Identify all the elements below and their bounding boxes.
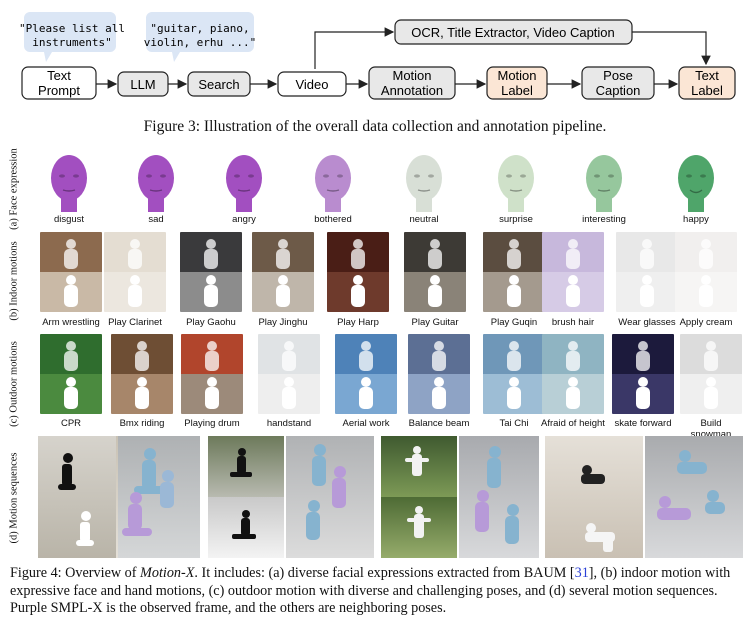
pipeline-diagram: "Please list all instruments" "guitar, p… (19, 12, 736, 100)
indoor-label: Play Gaohu (186, 317, 236, 328)
indoor-label: Play Clarinet (108, 317, 162, 328)
motion-annotation-box (368, 66, 456, 100)
face-angry (219, 150, 269, 212)
face-disgust (44, 150, 94, 212)
outdoor-label: Build (700, 418, 722, 429)
row-label-face: (a) Face expression (8, 148, 20, 230)
indoor-tile (616, 232, 678, 312)
indoor-tile (104, 232, 166, 312)
row-label-indoor: (b) Indoor motions (8, 241, 20, 321)
figure-3-caption: Figure 3: Illustration of the overall da… (143, 118, 607, 135)
svg-text:Pose: Pose (603, 68, 633, 83)
face-surprise (491, 150, 541, 212)
outdoor-label: CPR (60, 418, 82, 429)
text-label-box (678, 66, 736, 100)
face-label: interesting (582, 214, 626, 225)
svg-text:Motion: Motion (392, 68, 431, 83)
sequence-panel-3 (381, 436, 539, 558)
outdoor-label: snowman (690, 429, 732, 440)
svg-text:Annotation: Annotation (381, 83, 443, 98)
sequence-panel-2 (208, 436, 374, 558)
indoor-label: brush hair (551, 317, 595, 328)
face-label: bothered (314, 214, 352, 225)
indoor-label: Arm wrestling (42, 317, 100, 328)
bubble-right: "guitar, piano, violin, erhu ..." (144, 12, 257, 62)
svg-text:LLM: LLM (130, 77, 155, 92)
face-bothered (308, 150, 358, 212)
outdoor-tile (408, 334, 470, 414)
face-label: sad (148, 214, 164, 225)
outdoor-tile (111, 334, 173, 414)
motion-label-box (486, 66, 548, 100)
indoor-tile (404, 232, 466, 312)
outdoor-tile (612, 334, 674, 414)
pose-caption-box (581, 66, 655, 100)
indoor-tile (675, 232, 737, 312)
indoor-label: Play Jinghu (258, 317, 308, 328)
indoor-tile (483, 232, 545, 312)
bubble-left-text-2: instruments" (32, 36, 111, 49)
outdoor-tile (483, 334, 545, 414)
indoor-label: Wear glasses (618, 317, 676, 328)
outdoor-label: Bmx riding (119, 418, 165, 429)
text-prompt-box (21, 66, 97, 100)
svg-text:Text: Text (47, 68, 71, 83)
indoor-tile (252, 232, 314, 312)
outdoor-tile (181, 334, 243, 414)
face-label: happy (683, 214, 709, 225)
indoor-label: Apply cream (679, 317, 733, 328)
indoor-label: Play Harp (337, 317, 379, 328)
face-interesting (579, 150, 629, 212)
face-happy (671, 150, 721, 212)
indoor-tile (327, 232, 389, 312)
face-label: angry (232, 214, 256, 225)
outdoor-tile (335, 334, 397, 414)
svg-text:Motion: Motion (497, 68, 536, 83)
outdoor-label: handstand (266, 418, 312, 429)
indoor-tile (542, 232, 604, 312)
svg-text:Prompt: Prompt (38, 83, 80, 98)
face-sad (131, 150, 181, 212)
row-label-outdoor: (c) Outdoor motions (8, 341, 20, 427)
bubble-left: "Please list all instruments" (19, 12, 125, 62)
face-label: neutral (409, 214, 439, 225)
bubble-right-text-1: "guitar, piano, (150, 22, 249, 35)
outdoor-label: Tai Chi (499, 418, 529, 429)
indoor-tile (180, 232, 242, 312)
outdoor-label: Afraid of height (541, 418, 605, 429)
figure-4-caption: Figure 4: Overview of Motion-X. It inclu… (10, 565, 731, 616)
bubble-right-text-2: violin, erhu ..." (144, 36, 257, 49)
outdoor-label: Balance beam (408, 418, 470, 429)
svg-text:Label: Label (691, 83, 723, 98)
face-label: surprise (499, 214, 533, 225)
indoor-label: Play Guqin (490, 317, 538, 328)
bubble-left-text-1: "Please list all (19, 22, 125, 35)
face-neutral (399, 150, 449, 212)
outdoor-tile (542, 334, 604, 414)
face-label: disgust (53, 214, 85, 225)
outdoor-tile (680, 334, 742, 414)
outdoor-label: Playing drum (184, 418, 240, 429)
outdoor-label: skate forward (614, 418, 672, 429)
sequence-panel-4 (545, 436, 743, 558)
outdoor-label: Aerial work (342, 418, 390, 429)
svg-text:Label: Label (501, 83, 533, 98)
outdoor-tile (40, 334, 102, 414)
indoor-label: Play Guitar (411, 317, 459, 328)
svg-text:Search: Search (198, 77, 239, 92)
svg-text:Text: Text (695, 68, 719, 83)
ocr-box-text: OCR, Title Extractor, Video Caption (411, 25, 615, 40)
svg-text:Video: Video (295, 77, 328, 92)
citation-link[interactable]: 31 (574, 565, 589, 581)
svg-text:Caption: Caption (596, 83, 641, 98)
indoor-tile (40, 232, 102, 312)
sequence-panel-1 (38, 436, 200, 558)
row-label-sequences: (d) Motion sequences (8, 452, 20, 544)
outdoor-tile (258, 334, 320, 414)
